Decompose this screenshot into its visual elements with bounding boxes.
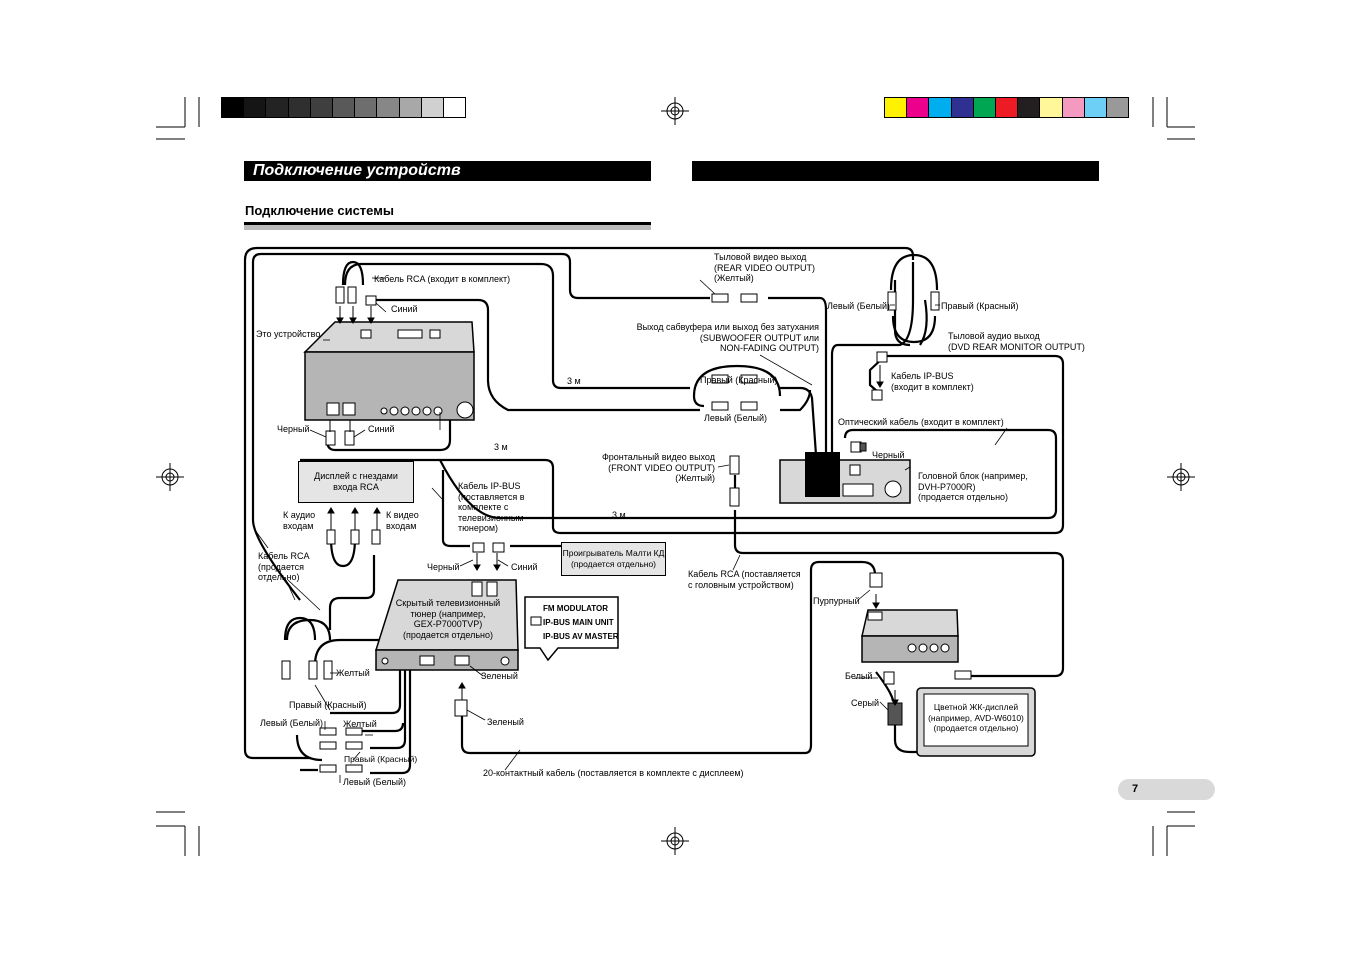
- white-label: Белый: [845, 671, 873, 681]
- crop-mark-tl: [156, 97, 200, 128]
- section-title-bar-right: [692, 161, 1099, 181]
- length-3m-label: 3 м: [567, 376, 581, 386]
- head-unit-label: Головной блок (например, DVH-P7000R) (пр…: [918, 471, 1028, 502]
- right-red-bottom-label: Правый (Красный): [344, 754, 418, 764]
- black-tuner-label: Черный: [427, 562, 460, 572]
- length-3m-label: 3 м: [612, 510, 626, 520]
- right-red-top-label: Правый (Красный): [941, 301, 1019, 311]
- rca-display-label: Дисплей с гнездами входа RCA: [314, 471, 398, 492]
- rca-headunit-cable-label: Кабель RCA (поставляется с головным устр…: [688, 569, 801, 590]
- black-left-label: Черный: [277, 424, 310, 434]
- registration-mark-bottom: [661, 827, 689, 855]
- subsection-underline-shadow: [244, 225, 651, 230]
- cable-20pin-label: 20-контактный кабель (поставляется в ком…: [483, 768, 744, 778]
- hidden-tuner-label: Скрытый телевизионный тюнер (например, G…: [395, 598, 501, 640]
- rca-cable-included-label: Кабель RCA (входит в комплект): [374, 274, 511, 284]
- left-white-top-label: Левый (Белый): [827, 301, 891, 311]
- this-unit-label: Это устройство: [256, 329, 321, 339]
- section-title: Подключение устройств: [244, 161, 651, 181]
- mode-switch-callout: [524, 596, 619, 662]
- rca-sold-separately-label: Кабель RCA (продается отдельно): [258, 551, 310, 582]
- ipbus-main-unit-label: IP-BUS MAIN UNIT: [543, 618, 614, 627]
- head-unit-device: [779, 452, 911, 504]
- optical-cable-label: Оптический кабель (входит в комплект): [838, 417, 1004, 427]
- yellow-label: Желтый: [336, 668, 370, 678]
- subwoofer-output-label: Выход сабвуфера или выход без затухания …: [636, 322, 819, 353]
- green-label: Зеленый: [481, 671, 518, 681]
- length-3m-label: 3 м: [494, 442, 508, 452]
- yellow-label: Желтый: [343, 719, 377, 729]
- blue-mid-label: Синий: [368, 424, 395, 434]
- tv-tuner-device: [374, 579, 519, 671]
- subsection-title: Подключение системы: [245, 203, 394, 218]
- green-label: Зеленый: [487, 717, 524, 727]
- lcd-display-device: [916, 687, 1036, 757]
- registration-mark-top: [661, 97, 689, 125]
- to-video-inputs-label: К видео входам: [386, 510, 419, 531]
- left-white-bottom-label: Левый (Белый): [343, 777, 407, 787]
- left-white-low-label: Левый (Белый): [260, 718, 324, 728]
- registration-mark-left: [156, 463, 184, 491]
- blue-tuner-label: Синий: [511, 562, 538, 572]
- rca-display-box: Дисплей с гнездами входа RCA: [298, 461, 414, 503]
- left-white-mid-label: Левый (Белый): [704, 413, 768, 423]
- ipbus-cable-included-label: Кабель IP-BUS (входит в комплект): [891, 371, 974, 392]
- registration-mark-right: [1167, 463, 1195, 491]
- ipbus-tuner-cable-label: Кабель IP-BUS (поставляется в комплекте …: [458, 481, 525, 533]
- right-red-mid-label: Правый (Красный): [700, 375, 778, 385]
- gray-label: Серый: [851, 698, 880, 708]
- front-video-output-label: Фронтальный видео выход (FRONT VIDEO OUT…: [601, 452, 715, 483]
- ipbus-av-master-label: IP-BUS AV MASTER: [543, 632, 619, 641]
- rear-video-output-label: Тыловой видео выход (REAR VIDEO OUTPUT) …: [714, 252, 816, 283]
- color-swatch: [1106, 97, 1130, 118]
- crop-mark-bl: [156, 811, 200, 856]
- purple-label: Пурпурный: [813, 596, 860, 606]
- fm-modulator-label: FM MODULATOR: [543, 604, 609, 613]
- lcd-display-label: Цветной ЖК-дисплей (например, AVD-W6010)…: [928, 702, 1024, 733]
- to-audio-inputs-label: К аудио входам: [283, 510, 316, 531]
- display-converter-device: [861, 609, 959, 663]
- page-number: 7: [1118, 779, 1215, 800]
- blue-top-label: Синий: [391, 304, 418, 314]
- multi-cd-label: Проигрыватель Малти КД (продается отдель…: [562, 548, 665, 569]
- subsection-underline: [244, 222, 651, 225]
- right-red-low-label: Правый (Красный): [289, 700, 367, 710]
- color-swatch: [443, 97, 467, 118]
- rear-audio-output-label: Тыловой аудио выход (DVD REAR MONITOR OU…: [948, 331, 1085, 352]
- multi-cd-box: Проигрыватель Малти КД (продается отдель…: [561, 542, 666, 576]
- black-right-label: Черный: [872, 450, 905, 460]
- this-unit-device: [303, 321, 475, 421]
